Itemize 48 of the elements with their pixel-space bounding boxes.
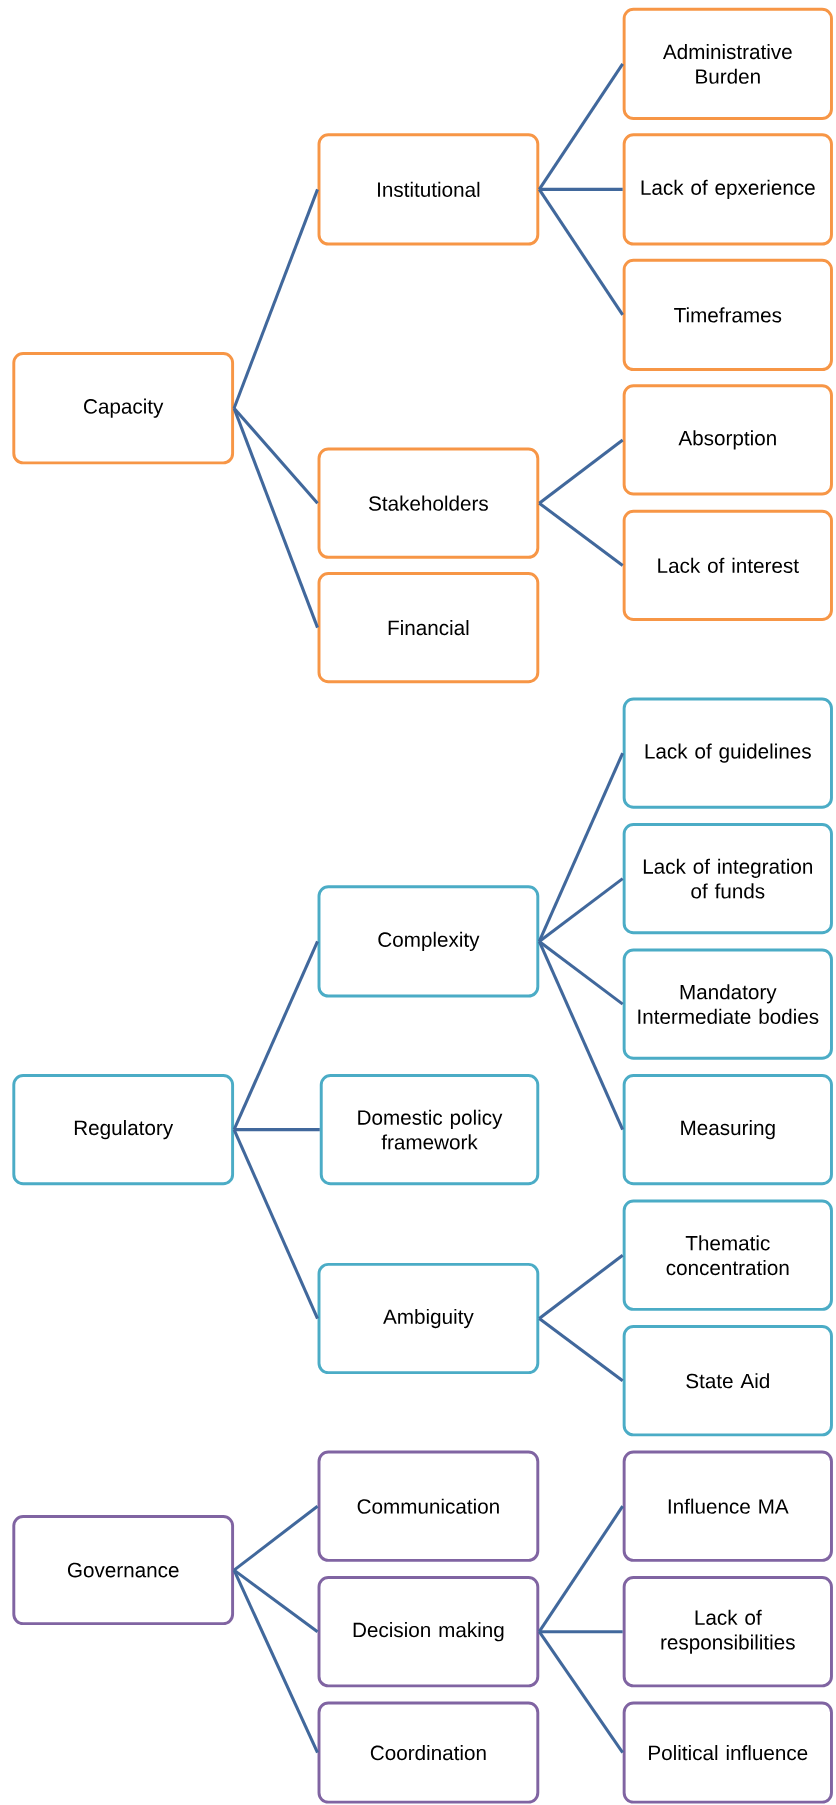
connector-line (537, 752, 625, 943)
category-box: Mandatory Intermediate bodies (622, 948, 833, 1060)
connector-line (539, 1630, 623, 1634)
connector-line (233, 1505, 319, 1572)
connector-line (232, 1569, 319, 1754)
category-box: Lack of responsibilities (622, 1576, 833, 1688)
category-box: Measuring (622, 1074, 833, 1186)
connector-line (538, 188, 624, 316)
connector-line (537, 940, 625, 1131)
category-box: Regulatory (12, 1074, 235, 1186)
connector-line (232, 407, 319, 629)
connector-line (234, 1128, 320, 1132)
category-box: Complexity (317, 885, 540, 998)
category-box: Lack of epxerience (622, 133, 833, 246)
category-box: Absorption (622, 384, 833, 496)
connector-line (538, 438, 624, 505)
connector-line (538, 1505, 624, 1633)
connector-line (538, 1630, 624, 1754)
category-box: Ambiguity (317, 1262, 540, 1375)
category-box: Capacity (12, 352, 235, 465)
connector-line (538, 1254, 624, 1320)
connector-line (538, 501, 624, 567)
category-box: Institutional (317, 133, 540, 246)
category-box: Lack of guidelines (622, 697, 833, 809)
connector-line (232, 940, 319, 1131)
category-box: Decision making (317, 1576, 540, 1688)
connector-line (538, 877, 624, 943)
connector-line (232, 188, 319, 409)
category-box: Lack of integration of funds (622, 823, 833, 935)
connector-line (538, 1317, 624, 1382)
category-box: Communication (317, 1450, 540, 1562)
connector-line (538, 940, 624, 1006)
category-box: Lack of interest (622, 509, 833, 621)
category-box: Thematic concentration (622, 1199, 833, 1311)
category-box: Administrative Burden (622, 7, 833, 121)
category-box: State Aid (622, 1325, 833, 1437)
connector-line (233, 1568, 319, 1633)
category-box: Domestic policy framework (319, 1074, 540, 1186)
category-box: Financial (317, 572, 540, 684)
category-box: Influence MA (622, 1450, 833, 1562)
connector-line (232, 1129, 319, 1320)
connector-line (539, 187, 623, 191)
category-box: Political influence (622, 1701, 833, 1804)
category-box: Timeframes (622, 258, 833, 372)
connector-line (538, 63, 624, 191)
category-box: Coordination (317, 1701, 540, 1804)
category-box: Stakeholders (317, 447, 540, 559)
category-box: Governance (12, 1515, 235, 1626)
